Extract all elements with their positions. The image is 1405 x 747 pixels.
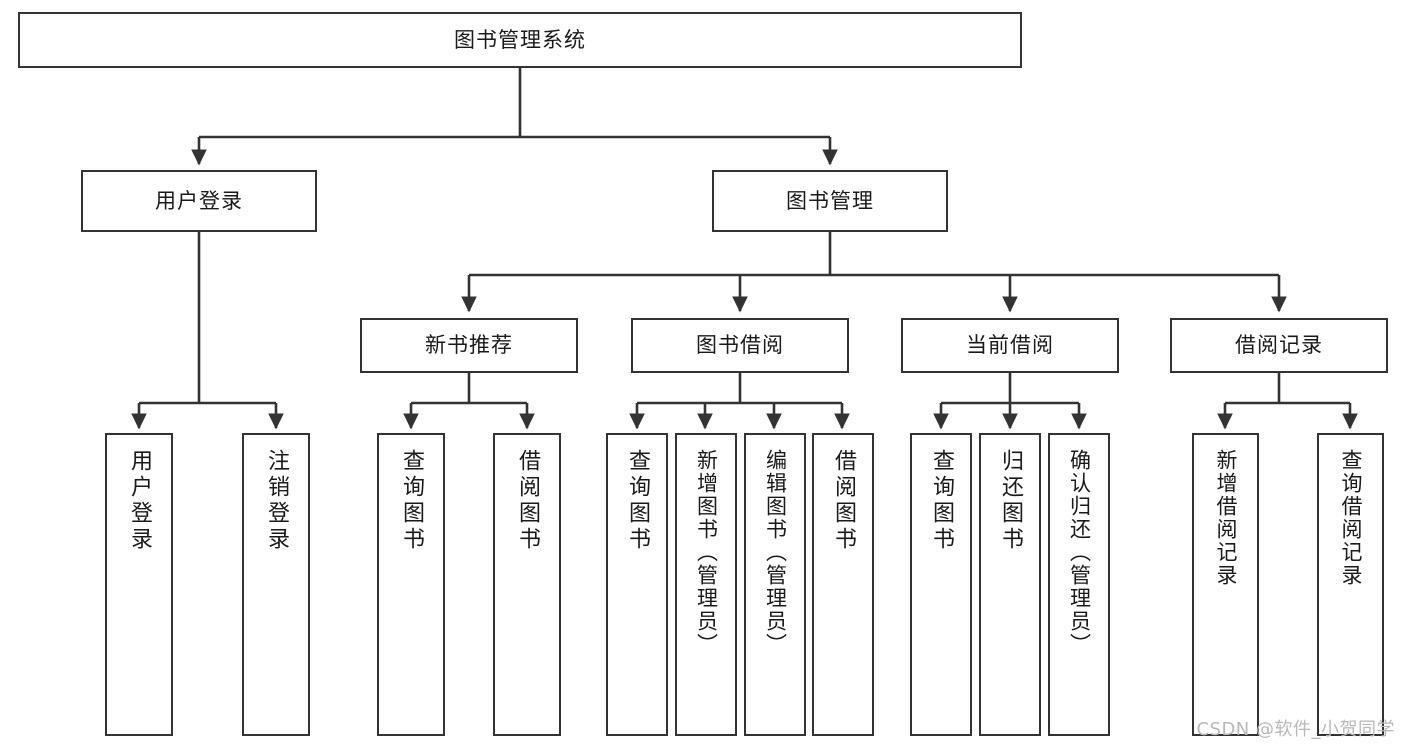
leaf-book-borrow-borrow-book[interactable]: 借阅图书 (812, 433, 874, 736)
node-label: 新增借阅记录 (1214, 449, 1238, 587)
node-borrowing-record[interactable]: 借阅记录 (1170, 318, 1388, 373)
leaf-new-book-borrow-book[interactable]: 借阅图书 (493, 433, 561, 736)
node-label: 图书管理 (786, 188, 874, 213)
node-label: 查询图书 (625, 449, 650, 553)
node-label: 确认归还（管理员） (1067, 449, 1092, 656)
node-label: 查询借阅记录 (1339, 449, 1363, 587)
node-current-borrowing[interactable]: 当前借阅 (901, 318, 1119, 373)
node-root-book-management-system[interactable]: 图书管理系统 (18, 12, 1022, 68)
node-label: 新增图书（管理员） (694, 449, 719, 656)
node-label: 当前借阅 (966, 333, 1054, 358)
node-label: 图书管理系统 (454, 27, 586, 52)
leaf-current-borrow-confirm-return-admin[interactable]: 确认归还（管理员） (1048, 433, 1110, 736)
node-book-borrowing[interactable]: 图书借阅 (631, 318, 849, 373)
node-label: 查询图书 (929, 449, 954, 553)
leaf-user-login-login[interactable]: 用户登录 (105, 433, 173, 736)
node-label: 用户登录 (155, 188, 243, 213)
node-label: 借阅图书 (831, 449, 856, 553)
node-label: 编辑图书（管理员） (763, 449, 788, 656)
leaf-book-borrow-edit-book-admin[interactable]: 编辑图书（管理员） (744, 433, 806, 736)
node-new-book-recommendation[interactable]: 新书推荐 (360, 318, 578, 373)
node-label: 注销登录 (264, 449, 289, 553)
leaf-borrow-record-add-record[interactable]: 新增借阅记录 (1192, 433, 1259, 736)
leaf-book-borrow-add-book-admin[interactable]: 新增图书（管理员） (675, 433, 737, 736)
node-label: 用户登录 (127, 449, 152, 553)
leaf-user-login-logout[interactable]: 注销登录 (242, 433, 310, 736)
node-label: 新书推荐 (425, 333, 513, 358)
leaf-book-borrow-query-book[interactable]: 查询图书 (606, 433, 668, 736)
node-user-login[interactable]: 用户登录 (81, 170, 317, 232)
leaf-borrow-record-query-record[interactable]: 查询借阅记录 (1317, 433, 1384, 736)
node-label: 借阅图书 (515, 449, 540, 553)
node-label: 归还图书 (998, 449, 1023, 553)
node-label: 借阅记录 (1235, 333, 1323, 358)
node-label: 查询图书 (399, 449, 424, 553)
node-book-management[interactable]: 图书管理 (712, 170, 948, 232)
node-label: 图书借阅 (696, 333, 784, 358)
leaf-current-borrow-query-book[interactable]: 查询图书 (910, 433, 972, 736)
leaf-new-book-query-book[interactable]: 查询图书 (377, 433, 445, 736)
leaf-current-borrow-return-book[interactable]: 归还图书 (979, 433, 1041, 736)
